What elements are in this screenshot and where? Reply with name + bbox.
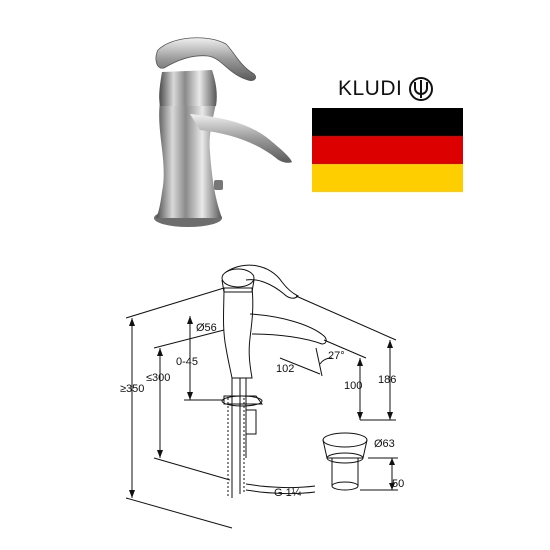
technical-drawing (125, 264, 398, 529)
dim-186: 186 (378, 374, 397, 386)
kludi-trident-icon (409, 77, 434, 101)
dim-diameter-63: Ø63 (374, 438, 395, 450)
faucet-photo (154, 37, 292, 227)
dim-102: 102 (276, 363, 295, 375)
brand-name: KLUDI (338, 77, 403, 100)
dim-min-350: ≥350 (120, 383, 145, 395)
dim-thread-g114: G 1¼ (274, 487, 301, 499)
dim-50: 50 (392, 478, 405, 490)
flag-stripe-red (312, 136, 463, 164)
dim-diameter-56: Ø56 (196, 322, 217, 334)
dim-range-0-45: 0-45 (176, 356, 199, 368)
flag-stripe-black (312, 108, 463, 136)
brand: KLUDI (338, 74, 434, 104)
flag-stripe-gold (312, 164, 463, 192)
dim-max-300: ≤300 (146, 372, 171, 384)
german-flag (312, 108, 463, 192)
dim-angle-27: 27° (328, 350, 345, 362)
dim-100: 100 (344, 380, 363, 392)
